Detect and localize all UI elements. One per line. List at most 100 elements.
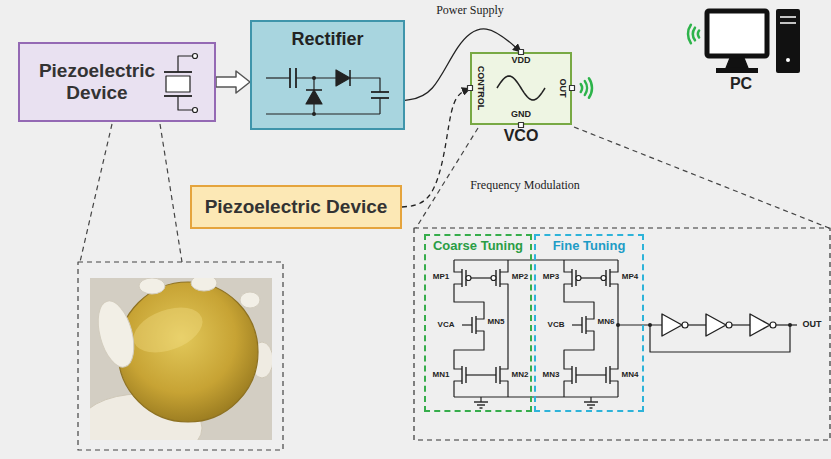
drain-lead xyxy=(610,357,618,369)
gate-lead xyxy=(462,324,472,325)
gate-wire xyxy=(586,277,596,278)
wire xyxy=(507,296,508,357)
wireless-arc xyxy=(581,84,582,92)
gate-lead xyxy=(572,324,582,325)
glove-fingertip xyxy=(191,278,217,291)
wire xyxy=(266,113,380,114)
edge-label: Power Supply xyxy=(436,4,504,17)
pin-square xyxy=(519,50,524,55)
pmos-bubble xyxy=(576,276,581,281)
drain-lead xyxy=(500,260,508,272)
monitor-stand xyxy=(726,58,748,68)
source-lead xyxy=(564,284,572,296)
ground-rail xyxy=(454,396,618,397)
device-box: Piezoelectric Device xyxy=(190,185,402,229)
transistor-label: MP1 xyxy=(433,273,449,282)
supply-rail xyxy=(454,259,618,260)
gate-lead xyxy=(471,277,476,278)
wire xyxy=(563,393,564,397)
source-lead xyxy=(454,381,462,393)
piezo-lead xyxy=(178,56,192,72)
inverter-bubble xyxy=(682,322,688,328)
monitor xyxy=(707,11,767,56)
inverter xyxy=(706,314,726,336)
drain-lead xyxy=(476,307,484,319)
pin-label: VDD xyxy=(511,56,530,66)
node-label: Coarse Tuning xyxy=(433,239,523,254)
gate-lead xyxy=(576,374,586,375)
source-lead xyxy=(476,331,484,343)
node-label: Piezoelectric Device xyxy=(31,60,163,104)
pin-square xyxy=(519,123,524,128)
wire xyxy=(350,78,380,92)
wireless-arc xyxy=(585,81,587,95)
gate-lead xyxy=(486,277,491,278)
gate-lead xyxy=(596,277,601,278)
wireless-arc xyxy=(688,25,691,43)
drain-lead xyxy=(454,260,462,272)
inverter-bubble xyxy=(770,322,776,328)
ground-symbol xyxy=(474,401,488,402)
capacitor-plate xyxy=(289,68,291,88)
wafer-highlight xyxy=(127,299,208,361)
diode xyxy=(336,70,350,86)
wire xyxy=(617,393,618,397)
wire xyxy=(379,98,380,114)
source-lead xyxy=(500,284,508,296)
signal-label: VCB xyxy=(548,321,565,330)
zoom-line xyxy=(80,124,112,262)
piezo-electrode xyxy=(164,71,192,73)
transistor-label: MN3 xyxy=(543,371,560,380)
source-lead xyxy=(610,381,618,393)
wafer-disc xyxy=(118,282,258,422)
sine-wave xyxy=(497,76,545,100)
diode xyxy=(306,90,322,104)
ground-symbol xyxy=(584,401,598,402)
transistor-label: MP2 xyxy=(512,273,528,282)
device-box: Piezoelectric Device xyxy=(18,42,216,122)
transistor-label: MP4 xyxy=(622,273,638,282)
ground-stem xyxy=(590,397,591,402)
wire xyxy=(564,296,594,307)
junction-dot xyxy=(312,76,316,80)
junction-dot xyxy=(648,323,652,327)
feedback-wire xyxy=(650,325,790,352)
wire xyxy=(688,324,706,325)
wireless-arc xyxy=(698,31,699,38)
pin-square xyxy=(570,86,575,91)
wire xyxy=(453,393,454,397)
gate-lead xyxy=(596,374,606,375)
monitor-base xyxy=(716,68,758,73)
pin-label: OUT xyxy=(557,79,567,98)
piezo-lead xyxy=(178,96,192,110)
drain-lead xyxy=(610,260,618,272)
ground-symbol xyxy=(477,404,485,405)
signal-label: VCA xyxy=(438,321,455,330)
wire xyxy=(507,393,508,397)
wafer-photo xyxy=(90,278,272,440)
transistor-label: MN1 xyxy=(433,371,450,380)
inverter-bubble xyxy=(726,322,732,328)
glove-fingertip xyxy=(240,292,260,308)
rectifier-box: Rectifier xyxy=(250,20,405,130)
pc-tower xyxy=(776,9,800,73)
pmos-bubble xyxy=(466,276,471,281)
capacitor-plate xyxy=(371,91,389,93)
wire xyxy=(776,324,797,325)
ground-symbol xyxy=(590,407,593,408)
source-lead xyxy=(610,284,618,296)
pin-square xyxy=(468,86,473,91)
pmos-bubble xyxy=(491,276,496,281)
gate-lead xyxy=(581,277,586,278)
wire xyxy=(564,343,594,357)
inverter xyxy=(662,314,682,336)
connector xyxy=(402,89,470,208)
node-label: VCO xyxy=(504,127,539,145)
drain-lead xyxy=(564,260,572,272)
terminal xyxy=(193,108,198,113)
wireless-arc xyxy=(693,28,695,41)
source-lead xyxy=(564,381,572,393)
zoom-line xyxy=(574,127,829,228)
ground-symbol xyxy=(480,407,483,408)
